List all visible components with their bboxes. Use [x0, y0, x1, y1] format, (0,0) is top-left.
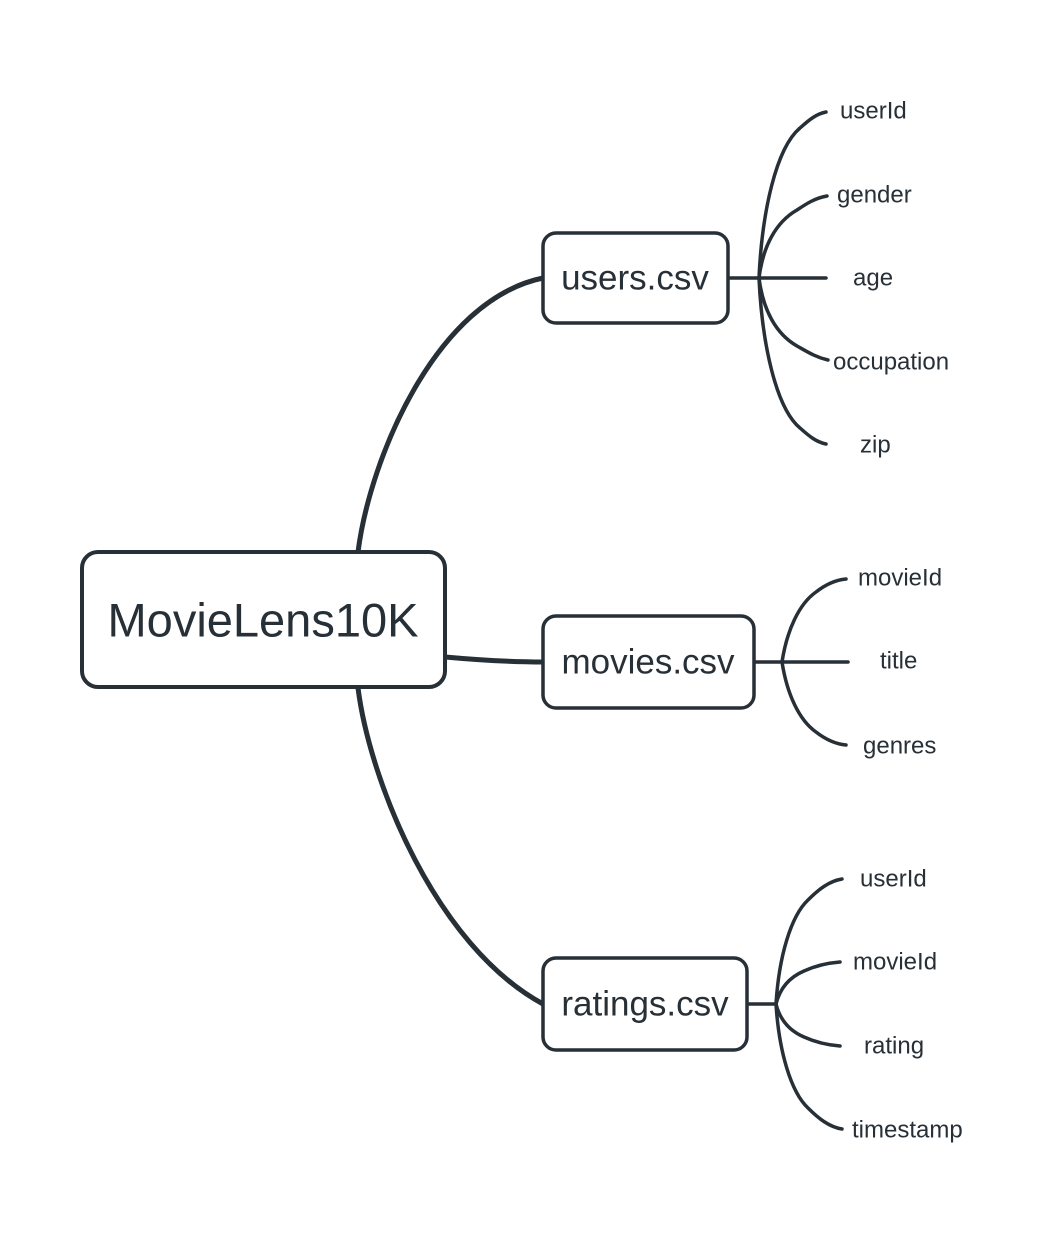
node-users-csv: [541, 231, 730, 325]
leaf-movies-title: title: [880, 648, 917, 675]
branch-ratings-csv: ratings.csv userId movieId rating timest…: [541, 866, 963, 1144]
branch-users-csv: users.csv userId gender age occupation z…: [541, 98, 949, 459]
edge-root-users: [355, 275, 546, 555]
leaf-ratings-rating: rating: [864, 1033, 924, 1060]
edge-users-zip: [757, 276, 828, 446]
leaf-users-occupation: occupation: [833, 349, 949, 376]
edge-users-occupation: [757, 276, 830, 362]
root-node-group: MovieLens10K: [80, 550, 447, 689]
edge-root-ratings: [355, 685, 546, 1007]
edge-root-movies: [442, 654, 546, 665]
root-edges: [355, 275, 546, 1007]
leaf-users-age: age: [853, 265, 893, 292]
edge-ratings-rating: [774, 1002, 842, 1048]
leaf-ratings-userid: userId: [860, 866, 927, 893]
leaf-users-zip: zip: [860, 432, 891, 459]
node-movies-csv: [541, 614, 756, 710]
node-users-csv-label: users.csv: [561, 259, 709, 298]
leaf-movies-genres: genres: [863, 733, 936, 760]
branch-movies-csv: movies.csv movieId title genres: [541, 565, 942, 760]
leaf-users-gender: gender: [837, 182, 912, 209]
node-root-label: MovieLens10K: [108, 594, 419, 647]
edge-ratings-timestamp: [774, 1002, 844, 1131]
leaf-users-userid: userId: [840, 98, 907, 125]
node-ratings-csv: [541, 956, 749, 1052]
edge-movies-movieid: [780, 577, 848, 664]
node-ratings-csv-label: ratings.csv: [561, 985, 729, 1024]
node-root: [80, 550, 447, 689]
node-movies-csv-label: movies.csv: [561, 643, 735, 682]
edge-ratings-userid: [774, 877, 844, 1006]
edge-movies-genres: [780, 660, 848, 747]
edge-users-userid: [757, 110, 828, 280]
leaf-ratings-movieid: movieId: [853, 949, 937, 976]
leaf-movies-movieid: movieId: [858, 565, 942, 592]
edge-ratings-movieid: [774, 960, 842, 1006]
edge-users-gender: [757, 194, 829, 280]
leaf-ratings-timestamp: timestamp: [852, 1117, 963, 1144]
